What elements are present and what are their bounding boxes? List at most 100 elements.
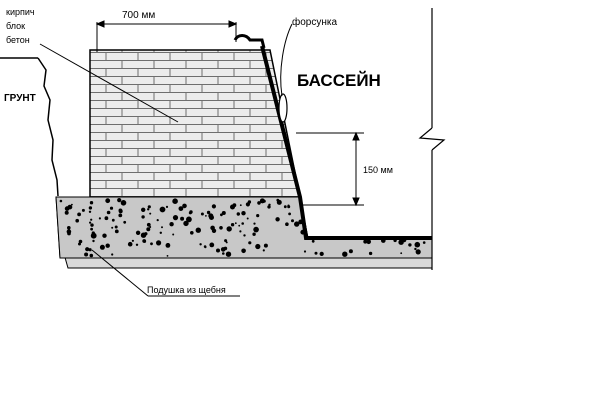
aggregate-dot	[147, 208, 150, 211]
aggregate-dot	[200, 212, 204, 216]
aggregate-dot	[220, 213, 223, 217]
aggregate-dot	[146, 222, 151, 227]
aggregate-dot	[106, 210, 111, 215]
aggregate-dot	[414, 247, 417, 251]
aggregate-dot	[236, 212, 240, 216]
material-block-label: блок	[6, 21, 25, 31]
aggregate-dot	[285, 222, 289, 226]
aggregate-dot	[84, 252, 89, 257]
aggregate-dot	[165, 205, 169, 208]
aggregate-dot	[221, 211, 226, 215]
aggregate-dot	[241, 211, 246, 216]
aggregate-dot	[59, 199, 63, 203]
depth-dimension	[296, 131, 364, 207]
gravel-bed	[55, 196, 433, 269]
aggregate-dot	[161, 226, 163, 229]
aggregate-dot	[88, 210, 92, 213]
aggregate-dot	[243, 234, 246, 237]
aggregate-dot	[118, 208, 123, 213]
aggregate-dot	[255, 243, 261, 250]
aggregate-dot	[276, 198, 280, 202]
aggregate-dot	[241, 222, 244, 225]
aggregate-dot	[183, 220, 189, 227]
material-brick-label: кирпич	[6, 7, 35, 17]
width-label: 700 мм	[122, 10, 155, 21]
aggregate-dot	[415, 249, 421, 255]
gravel-leader	[91, 249, 240, 297]
aggregate-dot	[111, 218, 115, 222]
ground-label: ГРУНТ	[4, 93, 36, 104]
gravel-bed-label: Подушка из щебня	[147, 285, 226, 295]
aggregate-dot	[111, 226, 114, 229]
aggregate-dot	[400, 252, 403, 255]
aggregate-dot	[319, 251, 324, 256]
aggregate-dot	[172, 233, 175, 236]
aggregate-dot	[98, 217, 101, 220]
aggregate-dot	[245, 202, 250, 207]
aggregate-dot	[188, 211, 192, 215]
aggregate-dot	[222, 252, 225, 255]
aggregate-dot	[178, 206, 184, 212]
aggregate-dot	[89, 221, 92, 224]
gravel-dots	[59, 198, 426, 258]
aggregate-dot	[147, 205, 151, 209]
aggregate-dot	[141, 207, 146, 212]
aggregate-dot	[239, 204, 242, 207]
aggregate-dot	[165, 243, 171, 248]
materials-leader	[39, 43, 179, 123]
aggregate-dot	[225, 251, 232, 257]
aggregate-dot	[118, 213, 123, 218]
aggregate-dot	[90, 223, 94, 227]
aggregate-dot	[104, 216, 109, 221]
aggregate-dot	[226, 226, 232, 232]
aggregate-dot	[398, 239, 404, 245]
aggregate-dot	[141, 215, 145, 219]
aggregate-dot	[109, 206, 114, 210]
aggregate-dot	[199, 243, 202, 246]
aggregate-dot	[234, 222, 237, 225]
aggregate-dot	[146, 227, 151, 232]
aggregate-dot	[88, 248, 92, 252]
material-concrete-label: бетон	[6, 35, 30, 45]
aggregate-dot	[206, 210, 211, 215]
aggregate-dot	[288, 212, 291, 216]
aggregate-dot	[224, 239, 228, 243]
aggregate-dot	[105, 198, 111, 204]
aggregate-dot	[114, 229, 119, 234]
aggregate-dot	[186, 216, 192, 223]
aggregate-dot	[99, 244, 105, 250]
aggregate-dot	[92, 239, 95, 243]
aggregate-dot	[414, 241, 421, 248]
aggregate-dot	[366, 239, 372, 245]
aggregate-dot	[67, 204, 73, 210]
aggregate-dot	[342, 251, 348, 257]
aggregate-dot	[252, 232, 256, 236]
aggregate-dot	[294, 221, 300, 227]
nozzle-leader	[280, 23, 293, 97]
aggregate-dot	[195, 227, 201, 233]
depth-label: 150 мм	[363, 165, 393, 175]
aggregate-dot	[287, 205, 291, 209]
aggregate-dot	[169, 222, 174, 227]
aggregate-dot	[205, 215, 207, 217]
aggregate-dot	[239, 230, 242, 233]
aggregate-dot	[149, 226, 152, 228]
aggregate-dot	[204, 246, 207, 249]
aggregate-dot	[156, 240, 162, 246]
aggregate-dot	[149, 212, 152, 215]
aggregate-dot	[78, 239, 83, 244]
aggregate-dot	[135, 243, 139, 246]
aggregate-dot	[166, 255, 169, 257]
aggregate-dot	[210, 225, 215, 231]
aggregate-dot	[190, 231, 194, 235]
pool-label: БАССЕЙН	[297, 71, 381, 90]
aggregate-dot	[248, 241, 252, 245]
aggregate-dot	[89, 201, 94, 205]
aggregate-dot	[348, 249, 353, 254]
aggregate-dot	[303, 250, 307, 253]
aggregate-dot	[263, 243, 268, 248]
aggregate-dot	[232, 203, 237, 208]
aggregate-dot	[267, 205, 271, 209]
aggregate-dot	[77, 212, 81, 217]
